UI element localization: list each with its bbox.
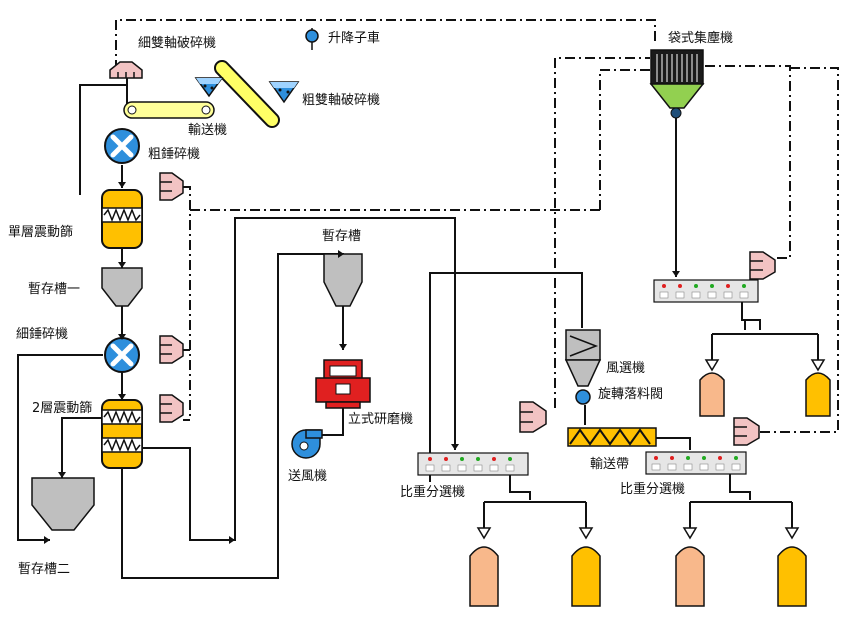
temp-tank-1-label: 暫存槽一 — [28, 282, 80, 297]
coarse-hammer-crusher-label: 粗錘碎機 — [148, 146, 200, 162]
feed-crusher-2 — [159, 335, 184, 364]
gravity-separator-2-label: 比重分選機 — [620, 481, 685, 497]
feed-crusher-4 — [519, 401, 547, 433]
rotary-valve-label: 旋轉落料閥 — [598, 387, 663, 402]
bag-dust-collector: 袋式集塵機 — [649, 30, 733, 119]
gravity-separator-left: 比重分選機 — [400, 452, 601, 607]
lift-car: 升降子車 — [305, 28, 380, 50]
single-layer-screen-label: 單層震動篩 — [8, 225, 73, 240]
bucket-elevator — [214, 60, 280, 128]
coarse-double-roll-crusher-label: 粗雙軸破碎機 — [302, 93, 380, 108]
temp-tank-1: 暫存槽一 — [28, 267, 143, 307]
lift-car-label: 升降子車 — [328, 31, 380, 46]
vertical-mill-label: 立式研磨機 — [348, 412, 413, 427]
flow-arrows — [44, 182, 680, 544]
blower-label: 送風機 — [288, 469, 327, 484]
bag-dust-collector-label: 袋式集塵機 — [668, 30, 733, 46]
fan-icon — [291, 429, 323, 459]
gravity-separator-1-label: 比重分選機 — [400, 484, 465, 500]
temp-tank: 暫存槽 — [322, 229, 363, 307]
temp-tank-label: 暫存槽 — [322, 229, 361, 244]
double-layer-screen-label: 2層震動篩 — [32, 401, 92, 416]
belt-conveyor: 輸送機 — [123, 101, 227, 138]
feed-crusher-5 — [749, 251, 776, 280]
air-classifier: 風選機 — [564, 329, 645, 387]
feed-crusher-6 — [733, 417, 760, 446]
indicator-leds — [651, 456, 741, 471]
feed-crusher-3 — [159, 394, 184, 423]
vertical-mill: 立式研磨機 — [315, 359, 413, 427]
temp-tank-2: 暫存槽二 — [18, 477, 95, 577]
indicator-leds — [659, 284, 749, 299]
hopper-icon — [194, 77, 224, 98]
conveyor-label: 輸送機 — [188, 123, 227, 138]
gravity-separator-right: 比重分選機 — [620, 451, 807, 607]
fine-double-roll-crusher: 細雙軸破碎機 — [109, 36, 216, 79]
rotary-valve: 旋轉落料閥 — [575, 387, 663, 405]
dust-duct-lines — [115, 19, 839, 433]
screw-conveyor: 輸送帶 — [567, 427, 657, 472]
gravity-separator-top — [653, 279, 831, 417]
coarse-hammer-crusher: 粗錘碎機 — [104, 128, 200, 164]
air-classifier-label: 風選機 — [606, 361, 645, 376]
single-layer-screen: 單層震動篩 — [8, 189, 143, 249]
feed-crusher-1 — [159, 172, 184, 201]
fine-hammer-crusher: 細錘碎機 — [16, 326, 140, 373]
blower: 送風機 — [288, 429, 327, 484]
double-layer-screen: 2層震動篩 — [32, 399, 143, 469]
fine-double-roll-crusher-label: 細雙軸破碎機 — [138, 36, 216, 51]
indicator-leds — [425, 457, 515, 472]
hopper-icon: 粗雙軸破碎機 — [268, 81, 380, 108]
conveyor-belt-label: 輸送帶 — [590, 457, 629, 472]
fine-hammer-crusher-label: 細錘碎機 — [16, 326, 68, 342]
temp-tank-2-label: 暫存槽二 — [18, 562, 70, 577]
